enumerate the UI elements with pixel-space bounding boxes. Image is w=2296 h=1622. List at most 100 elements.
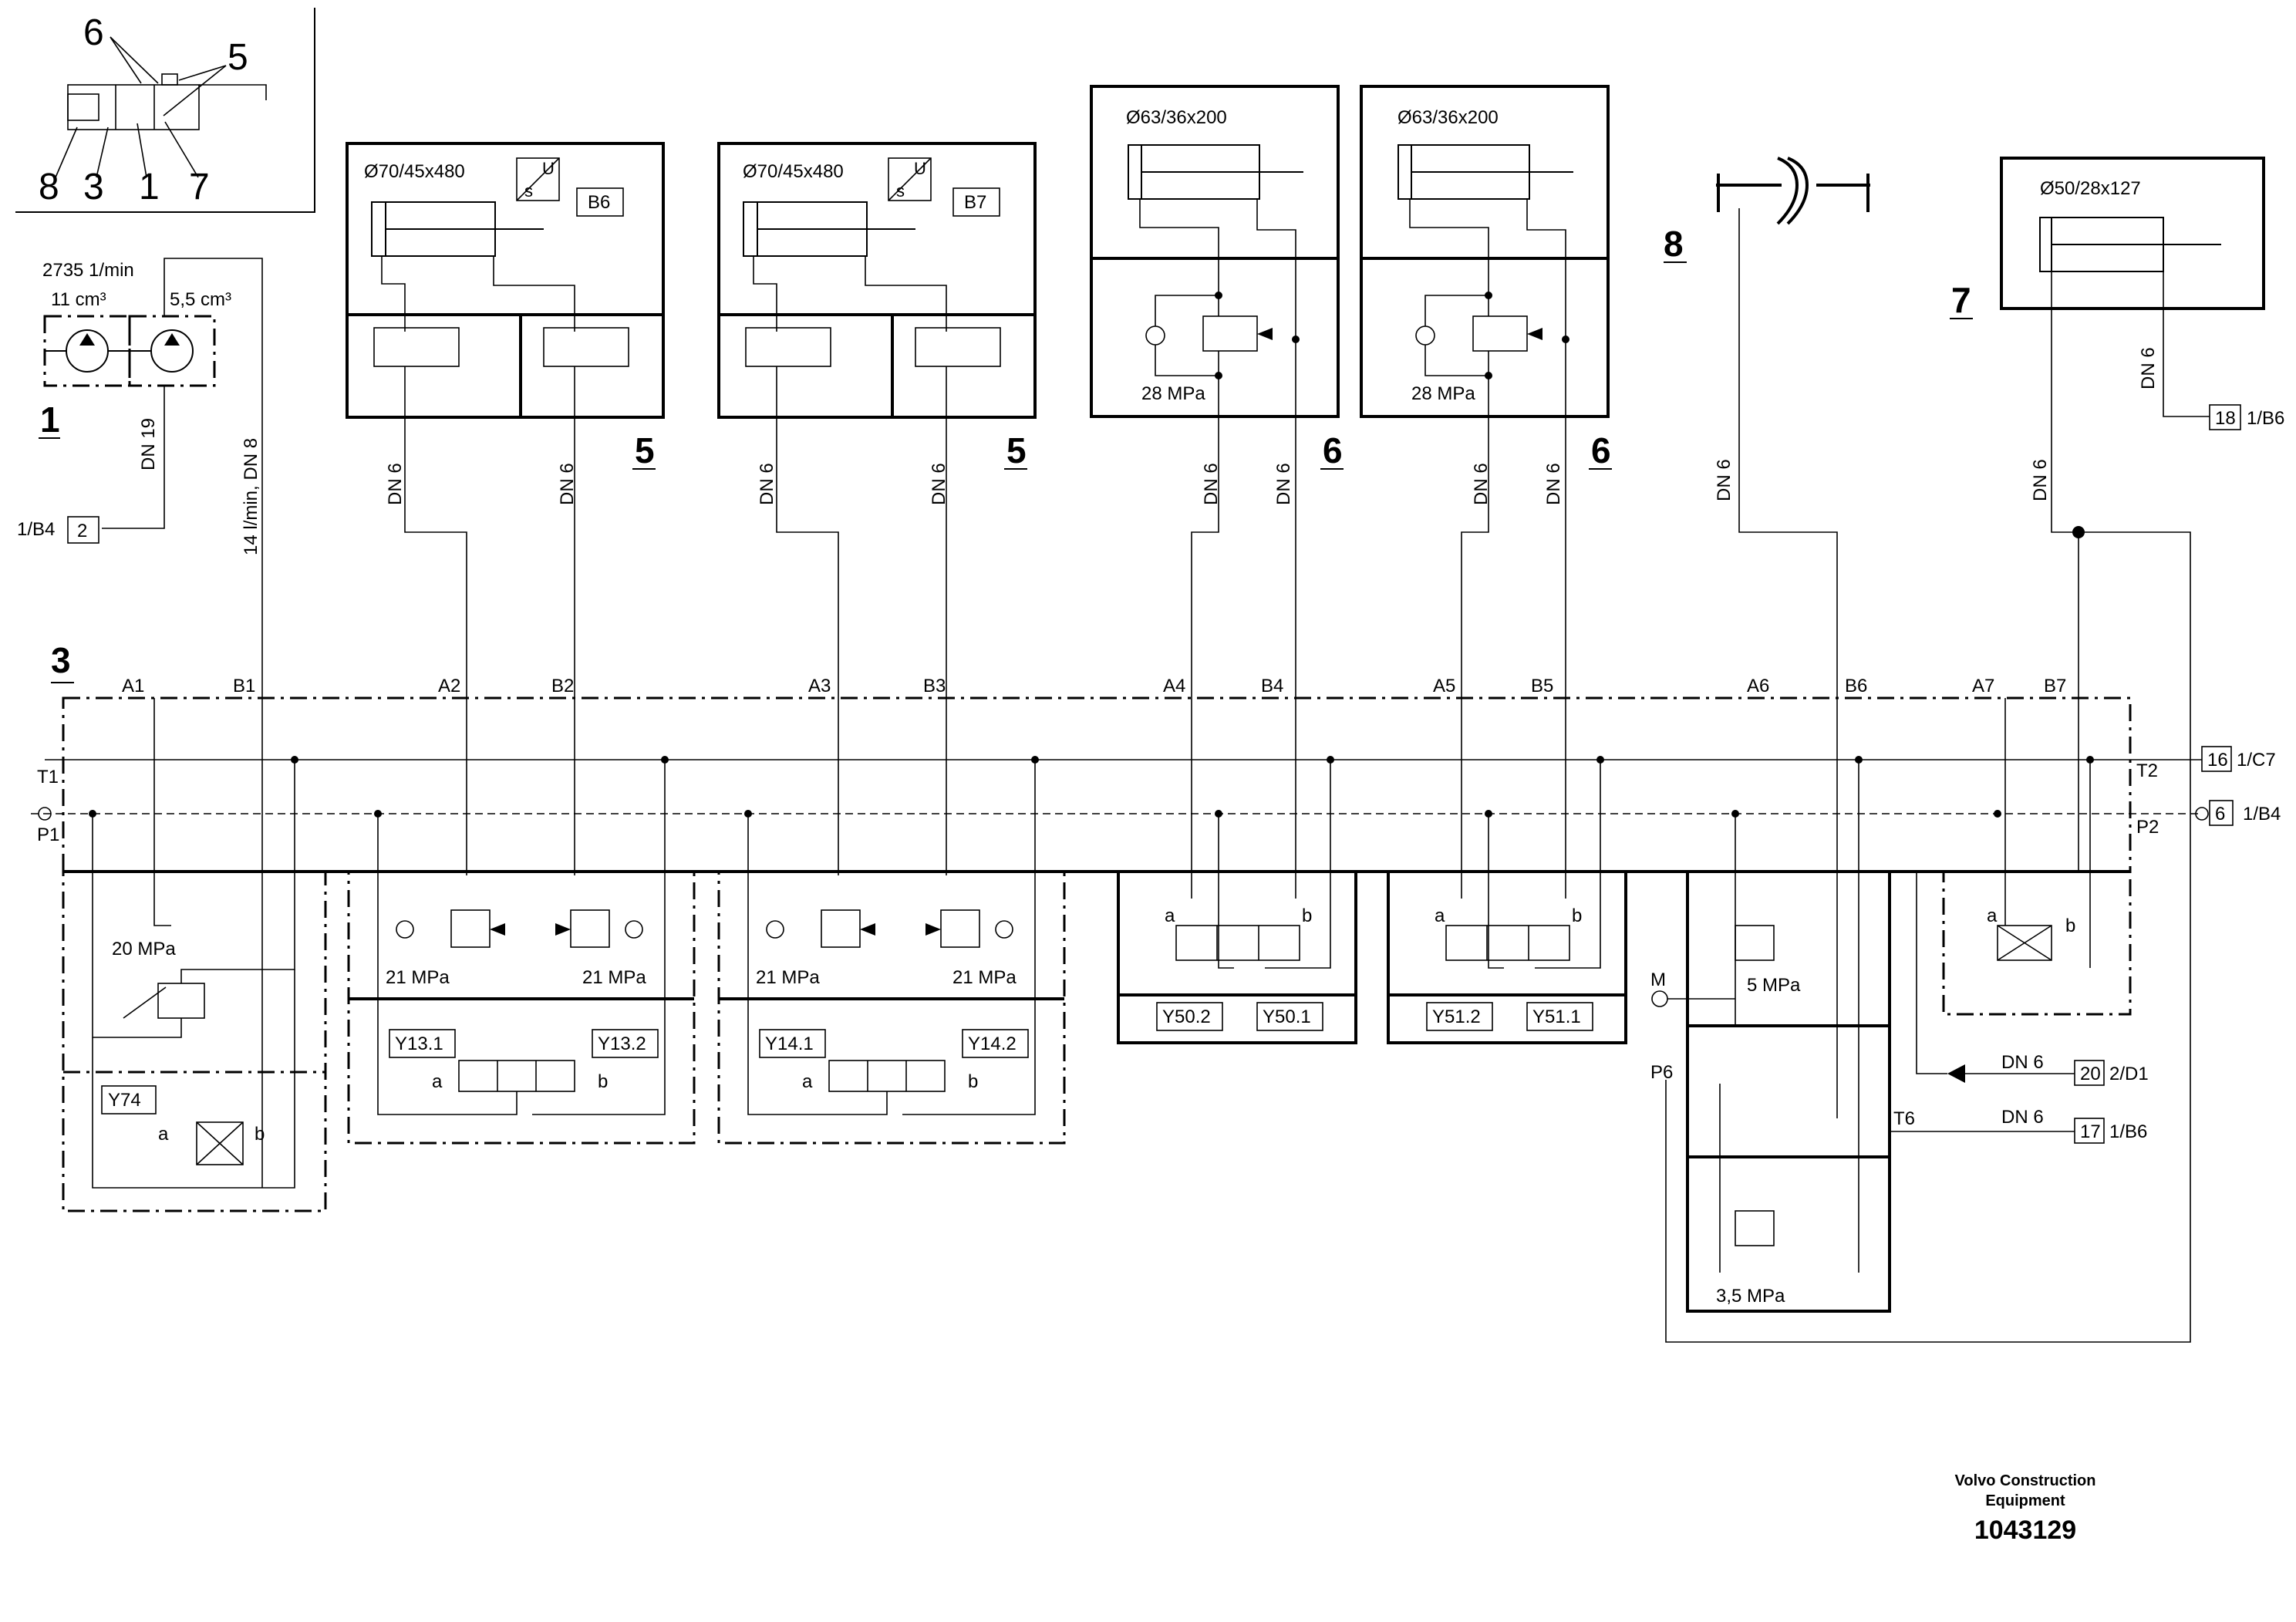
svg-text:20: 20: [2080, 1064, 2101, 1084]
legend-label-7: 7: [189, 167, 210, 207]
svg-text:DN 6: DN 6: [1714, 459, 1735, 501]
pressure-28a: 28 MPa: [1141, 383, 1205, 404]
pressure-20: 20 MPa: [112, 939, 176, 959]
svg-text:B2: B2: [551, 676, 574, 696]
svg-text:U: U: [914, 159, 926, 178]
group-number-7: 7: [1951, 280, 1971, 320]
ref-1b4-left: 1/B4: [17, 519, 55, 540]
dn8-label: 14 l/min, DN 8: [241, 438, 261, 555]
footer: Volvo Construction Equipment 1043129: [1955, 1472, 2096, 1545]
cyl2-spec: Ø70/45x480: [743, 161, 844, 182]
svg-text:18: 18: [2215, 408, 2236, 429]
svg-text:M: M: [1650, 969, 1666, 990]
svg-text:T6: T6: [1893, 1108, 1915, 1129]
svg-text:DN 6: DN 6: [385, 463, 406, 505]
cylinder-group-6b: Ø63/36x200 28 MPa 6 DN 6 DN 6: [1360, 85, 1612, 899]
svg-text:1/C7: 1/C7: [2237, 750, 2276, 771]
legend-label-5: 5: [228, 37, 248, 78]
svg-text:b: b: [1572, 905, 1582, 926]
dn19-label: DN 19: [138, 418, 159, 470]
main-valve-block: 3 T1 P1 T2 P2 16 1/C7 6 1/B4 A1 B1 A2 B2…: [31, 640, 2281, 1313]
legend-label-1: 1: [139, 167, 160, 207]
svg-text:b: b: [2065, 916, 2075, 936]
svg-text:A4: A4: [1163, 676, 1185, 696]
svg-text:A3: A3: [808, 676, 831, 696]
svg-text:s: s: [524, 181, 533, 201]
solenoid-y13-2: Y13.2: [598, 1034, 646, 1054]
svg-text:2/D1: 2/D1: [2109, 1064, 2149, 1084]
svg-text:B3: B3: [923, 676, 946, 696]
svg-text:B4: B4: [1261, 676, 1283, 696]
svg-text:b: b: [968, 1071, 978, 1092]
legend-label-6: 6: [83, 12, 104, 53]
svg-text:21 MPa: 21 MPa: [386, 967, 450, 988]
pump-disp-a: 11 cm³: [51, 289, 106, 310]
svg-text:1/B6: 1/B6: [2247, 408, 2284, 429]
svg-text:17: 17: [2080, 1121, 2101, 1142]
svg-text:B5: B5: [1531, 676, 1553, 696]
svg-text:a: a: [802, 1071, 813, 1092]
svg-text:B1: B1: [233, 676, 255, 696]
svg-text:T1: T1: [37, 767, 59, 787]
cylinder-group-7: Ø50/28x127 7 DN 6 18 1/B6 DN 6: [1665, 157, 2284, 1343]
solenoid-y51-1: Y51.1: [1532, 1007, 1581, 1027]
legend-label-3: 3: [83, 167, 104, 207]
svg-text:16: 16: [2207, 750, 2228, 771]
svg-text:21 MPa: 21 MPa: [756, 967, 820, 988]
svg-text:b: b: [1302, 905, 1312, 926]
sensor-b7: B7: [964, 192, 986, 213]
solenoid-y13-1: Y13.1: [395, 1034, 443, 1054]
svg-text:a: a: [1435, 905, 1445, 926]
svg-text:DN 6: DN 6: [1273, 463, 1294, 505]
svg-text:A2: A2: [438, 676, 460, 696]
group-number-3: 3: [51, 640, 71, 680]
sensor-b6: B6: [588, 192, 610, 213]
svg-text:DN 6: DN 6: [2001, 1107, 2044, 1128]
pump-number: 1: [40, 400, 60, 440]
svg-text:P1: P1: [37, 824, 59, 845]
ref-2: 2: [77, 521, 87, 541]
svg-text:DN 6: DN 6: [2030, 459, 2051, 501]
svg-text:A6: A6: [1747, 676, 1769, 696]
solenoid-y50-1: Y50.1: [1263, 1007, 1311, 1027]
svg-text:P2: P2: [2136, 817, 2159, 838]
svg-text:1/B6: 1/B6: [2109, 1121, 2147, 1142]
pressure-3-5: 3,5 MPa: [1716, 1286, 1785, 1307]
company-name-line1: Volvo Construction: [1955, 1472, 2096, 1489]
svg-text:a: a: [158, 1124, 169, 1145]
cylinder-group-5b: Ø70/45x480 U s B7 5 DN 6 DN 6: [717, 142, 1037, 875]
pump-unit: 2735 1/min 11 cm³ 5,5 cm³ 1 DN 19 14 l/m…: [17, 258, 263, 1188]
solenoid-y14-1: Y14.1: [765, 1034, 814, 1054]
svg-text:s: s: [896, 181, 905, 201]
group-number-5b: 5: [1006, 430, 1027, 470]
svg-text:b: b: [255, 1124, 265, 1145]
pump-disp-b: 5,5 cm³: [170, 289, 231, 310]
cyl7-spec: Ø50/28x127: [2040, 178, 2141, 199]
svg-text:P6: P6: [1650, 1062, 1673, 1083]
cylinder-group-5a: Ø70/45x480 U s B6 U 5 DN 6 DN 6: [346, 142, 665, 875]
svg-text:DN 6: DN 6: [2001, 1052, 2044, 1073]
svg-text:DN 6: DN 6: [2138, 347, 2159, 389]
svg-text:a: a: [1165, 905, 1175, 926]
legend-inset: 6 5 8 3 1 7: [15, 8, 315, 213]
svg-text:21 MPa: 21 MPa: [952, 967, 1017, 988]
cylinder-group-6a: Ø63/36x200 28 MPa 6 DN 6 DN 6: [1090, 85, 1344, 899]
pressure-28b: 28 MPa: [1411, 383, 1475, 404]
solenoid-y74: Y74: [108, 1090, 141, 1111]
svg-text:A7: A7: [1972, 676, 1994, 696]
svg-text:B6: B6: [1845, 676, 1867, 696]
company-name-line2: Equipment: [1985, 1492, 2065, 1509]
svg-text:U: U: [542, 159, 555, 178]
svg-text:a: a: [432, 1071, 443, 1092]
svg-text:a: a: [1987, 905, 1998, 926]
group-number-8: 8: [1664, 224, 1684, 264]
solenoid-y51-2: Y51.2: [1432, 1007, 1481, 1027]
group-number-6a: 6: [1323, 430, 1343, 470]
svg-text:DN 6: DN 6: [757, 463, 777, 505]
cyl1-spec: Ø70/45x480: [364, 161, 465, 182]
svg-text:T2: T2: [2136, 760, 2158, 781]
cyl3-spec: Ø63/36x200: [1126, 107, 1227, 128]
drawing-number: 1043129: [1974, 1516, 2076, 1545]
svg-text:A5: A5: [1433, 676, 1455, 696]
